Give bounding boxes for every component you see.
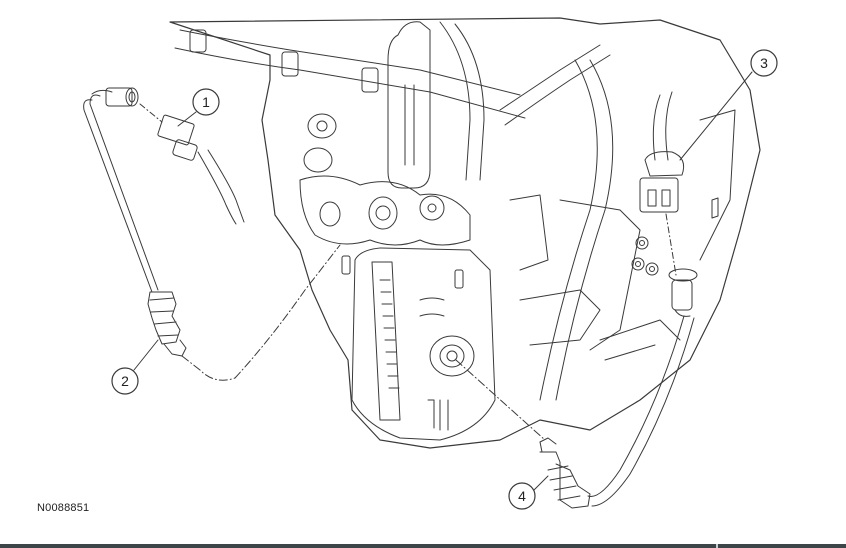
callout-1: 1 — [192, 88, 220, 116]
downstream-connector — [639, 91, 685, 213]
engine-block — [169, 17, 761, 449]
downstream-sensor-harness — [587, 315, 695, 507]
downstream-harness-connector — [668, 268, 698, 317]
callout-3: 3 — [750, 49, 778, 77]
downstream-oxygen-sensor — [539, 437, 591, 509]
upstream-connector — [157, 114, 245, 225]
mounting-nuts — [631, 236, 659, 276]
injector-icon — [189, 29, 379, 93]
callout-leaders — [133, 71, 753, 491]
alignment-line-4 — [455, 359, 546, 441]
alignment-line-3 — [665, 213, 677, 276]
callout-2-number: 2 — [121, 373, 129, 389]
upstream-sensor-harness — [83, 87, 159, 293]
alignment-line-1 — [139, 103, 163, 123]
exhaust-manifold — [299, 113, 471, 246]
bottom-bar — [0, 544, 846, 548]
callout-3-number: 3 — [760, 55, 768, 71]
upstream-oxygen-sensor — [147, 244, 341, 381]
catalytic-converter — [351, 247, 496, 441]
callout-1-number: 1 — [202, 94, 210, 110]
callout-2: 2 — [111, 367, 139, 395]
callout-4: 4 — [508, 482, 536, 510]
bottom-bar-divider — [716, 544, 718, 548]
figure-id-label: N0088851 — [37, 502, 90, 514]
callout-4-number: 4 — [518, 488, 526, 504]
harness-connector-male-icon — [105, 87, 139, 107]
